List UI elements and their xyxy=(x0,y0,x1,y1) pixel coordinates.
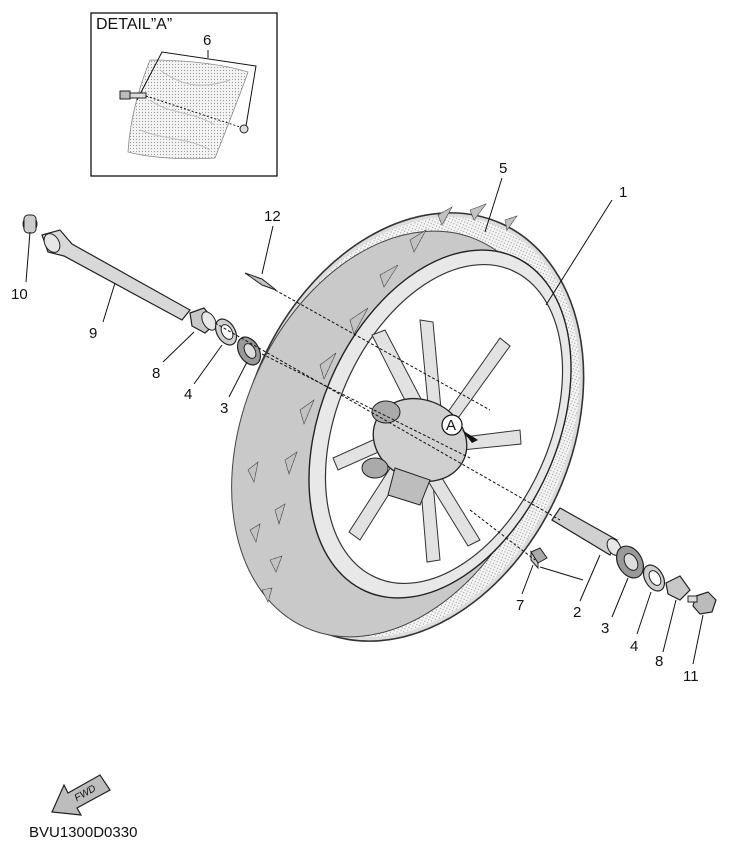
callouts: 6 1 5 12 10 9 8 4 3 2 3 4 8 11 7 xyxy=(11,32,699,685)
weight-part-7 xyxy=(530,547,548,570)
assembly-lines xyxy=(214,289,561,561)
spacer-part-2 xyxy=(551,507,622,556)
wheel-assembly xyxy=(231,203,585,642)
callout-8: 8 xyxy=(152,365,160,382)
detail-title: DETAIL”A” xyxy=(96,16,173,33)
callout-4: 4 xyxy=(184,386,192,403)
detail-a-box xyxy=(90,12,278,177)
seal-part-4-right xyxy=(642,564,666,592)
callout-2: 2 xyxy=(573,604,581,621)
callout-5: 5 xyxy=(499,160,507,177)
callout-3-right: 3 xyxy=(601,620,609,637)
axle-part-9 xyxy=(41,229,191,321)
callout-1: 1 xyxy=(619,184,627,201)
cap-part-10 xyxy=(22,214,38,234)
collar-part-8-right xyxy=(665,575,691,601)
callout-7: 7 xyxy=(516,597,524,614)
leader-lines xyxy=(25,50,704,665)
callout-8-right: 8 xyxy=(655,653,663,670)
detail-a-marker-label: A xyxy=(446,417,456,434)
callout-10: 10 xyxy=(11,286,28,303)
callout-11: 11 xyxy=(683,668,699,685)
right-parts xyxy=(530,507,717,615)
left-parts xyxy=(22,214,277,366)
callout-4-right: 4 xyxy=(630,638,638,655)
bearing-part-3-right xyxy=(615,545,645,579)
fwd-arrow: FWD xyxy=(51,774,111,816)
callout-12: 12 xyxy=(264,208,281,225)
valve-part-12 xyxy=(244,272,277,291)
collar-part-8 xyxy=(189,307,217,334)
callout-6: 6 xyxy=(203,32,211,49)
detail-a-marker: A xyxy=(441,414,478,443)
callout-3: 3 xyxy=(220,400,228,417)
bolt-part-11 xyxy=(687,591,717,615)
callout-9: 9 xyxy=(89,325,97,342)
diagram-code: BVU1300D0330 xyxy=(29,824,138,841)
